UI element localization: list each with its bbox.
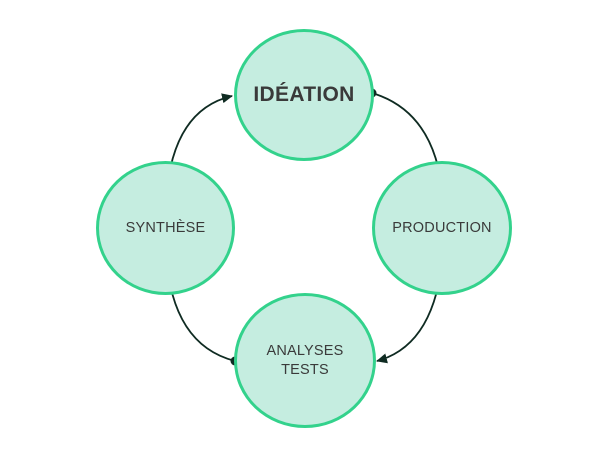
node-label-ideation: IDÉATION <box>253 83 355 107</box>
node-production: PRODUCTION <box>372 161 512 295</box>
node-label-analyses-tests: ANALYSES TESTS <box>266 342 344 378</box>
node-label-synthese: SYNTHÈSE <box>125 219 206 236</box>
node-analyses-tests: ANALYSES TESTS <box>234 293 376 428</box>
node-synthese: SYNTHÈSE <box>96 161 235 295</box>
node-ideation: IDÉATION <box>234 29 374 161</box>
node-label-production: PRODUCTION <box>392 219 492 236</box>
